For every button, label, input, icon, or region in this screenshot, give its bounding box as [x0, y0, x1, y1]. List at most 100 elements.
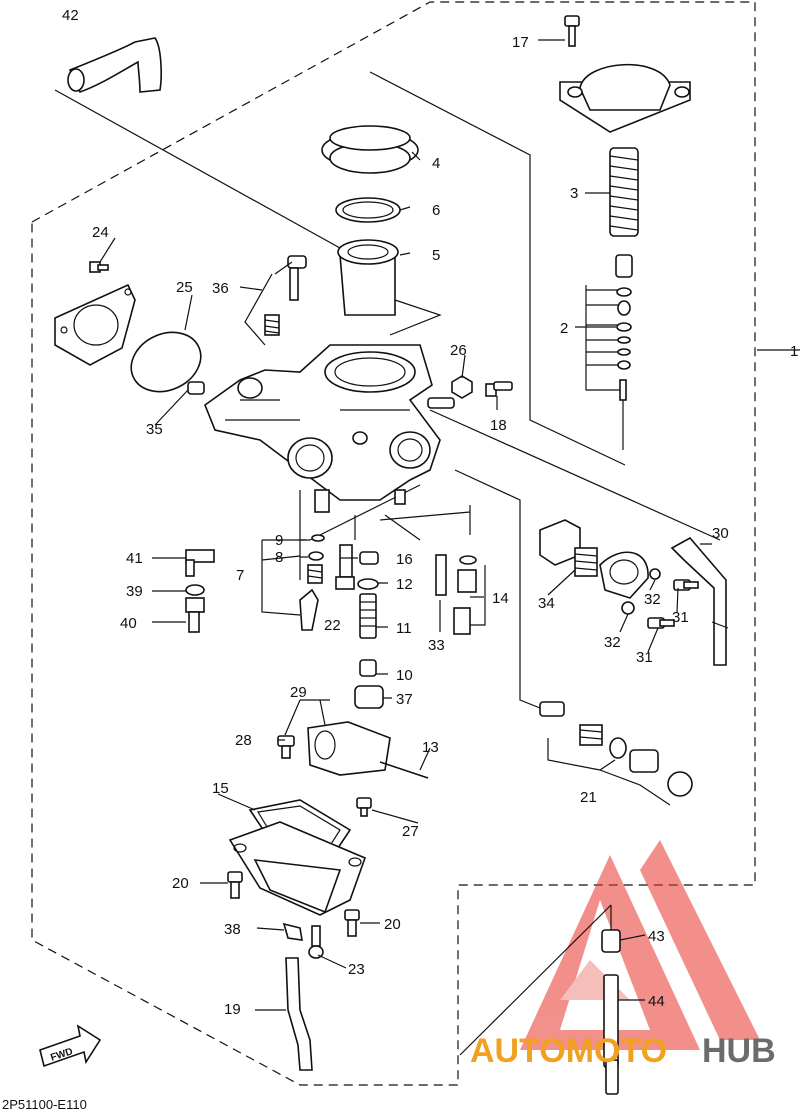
part-31-screws: [647, 579, 699, 629]
label-23: 23: [348, 961, 365, 978]
label-33: 33: [428, 637, 445, 654]
part-29-float: [284, 699, 391, 776]
label-42: 42: [62, 7, 79, 24]
label-11: 11: [396, 620, 412, 637]
label-27: 27: [402, 823, 419, 840]
label-19: 19: [224, 1001, 241, 1018]
label-12: 12: [396, 576, 413, 593]
part-12-o-ring: [357, 578, 379, 590]
part-10-jet: [359, 659, 377, 677]
part-25-o-ring: [130, 331, 202, 393]
label-26: 26: [450, 342, 467, 359]
label-18: 18: [490, 417, 507, 434]
label-22: 22: [324, 617, 341, 634]
label-31b: 31: [636, 649, 653, 666]
part-35-fitting: [187, 381, 205, 395]
part-40-screw: [185, 597, 205, 633]
part-18-screw: [485, 381, 513, 397]
label-25: 25: [176, 279, 193, 296]
label-2: 2: [560, 320, 568, 337]
part-side-pin: [427, 397, 455, 409]
part-21-idle-screw: [539, 701, 693, 806]
label-15: 15: [212, 780, 229, 797]
part-20-screws: [227, 871, 360, 937]
watermark-logo: [520, 840, 760, 1050]
label-9: 9: [275, 532, 283, 549]
part-43-44-vent: [459, 904, 621, 1095]
label-3: 3: [570, 185, 578, 202]
part-26-nut: [451, 375, 473, 399]
label-32b: 32: [604, 634, 621, 651]
part-2-jet-needle-set: [585, 254, 633, 450]
label-14: 14: [492, 590, 509, 607]
part-float-bowl: [228, 821, 367, 916]
part-23-drain-screw: [308, 925, 324, 959]
label-16: 16: [396, 551, 413, 568]
label-6: 6: [432, 202, 440, 219]
part-30-hose: [670, 536, 729, 666]
label-24: 24: [92, 224, 109, 241]
label-34: 34: [538, 595, 555, 612]
label-39: 39: [126, 583, 143, 600]
part-32-washer: [621, 601, 635, 615]
watermark-brand-part2: HUB: [702, 1032, 776, 1070]
part-13-pin: [379, 761, 429, 779]
label-17: 17: [512, 34, 529, 51]
label-8: 8: [275, 549, 283, 566]
carburetor-body: [204, 344, 441, 513]
label-32a: 32: [644, 591, 661, 608]
label-38: 38: [224, 921, 241, 938]
watermark-brand-part1: AUTOMOTO: [470, 1032, 667, 1070]
fwd-arrow-icon: FWD: [39, 1024, 102, 1068]
part-22-jet: [335, 544, 355, 590]
part-4-diaphragm: [321, 125, 419, 174]
label-31a: 31: [672, 609, 689, 626]
part-14-plunger: [453, 555, 486, 635]
part-17-screw: [564, 15, 580, 47]
label-44: 44: [648, 993, 665, 1010]
part-plate: [54, 283, 136, 366]
label-30: 30: [712, 525, 729, 542]
part-24-screw: [89, 261, 109, 273]
label-37: 37: [396, 691, 413, 708]
label-13: 13: [422, 739, 439, 756]
part-19-hose: [285, 957, 313, 1071]
label-leaders: [99, 39, 800, 1011]
label-4: 4: [432, 155, 440, 172]
assembly-boundary: [31, 1, 756, 1086]
label-5: 5: [432, 247, 440, 264]
label-20a: 20: [172, 875, 189, 892]
label-43: 43: [648, 928, 665, 945]
part-34-cover-spring: [539, 519, 661, 599]
part-38-clamp: [282, 922, 303, 941]
part-33-rod: [435, 554, 447, 596]
part-42-hose: [67, 37, 162, 93]
leader-lines: [54, 71, 721, 711]
label-29: 29: [290, 684, 307, 701]
label-21: 21: [580, 789, 597, 806]
part-41-bracket: [185, 549, 215, 577]
label-41: 41: [126, 550, 143, 567]
part-7-8-9-jet-group: [261, 534, 325, 631]
watermark-text: AUTOMOTO HUB: [470, 1032, 776, 1070]
part-3-spring: [609, 147, 639, 237]
label-1: 1: [790, 343, 798, 360]
label-7: 7: [236, 567, 244, 584]
label-40: 40: [120, 615, 137, 632]
label-20b: 20: [384, 916, 401, 933]
part-39-washer: [185, 584, 205, 596]
part-5-piston-valve: [337, 239, 399, 316]
part-27-screw: [356, 797, 372, 817]
part-16-nut: [359, 551, 379, 565]
label-28: 28: [235, 732, 252, 749]
label-36: 36: [212, 280, 229, 297]
part-37-cap: [354, 685, 384, 709]
part-36-screw-spring: [244, 255, 307, 346]
label-10: 10: [396, 667, 413, 684]
part-top-cover: [559, 63, 691, 133]
label-35: 35: [146, 421, 163, 438]
part-11-needle-jet: [359, 593, 377, 639]
diagram-code: 2P51100-E110: [2, 1097, 87, 1111]
